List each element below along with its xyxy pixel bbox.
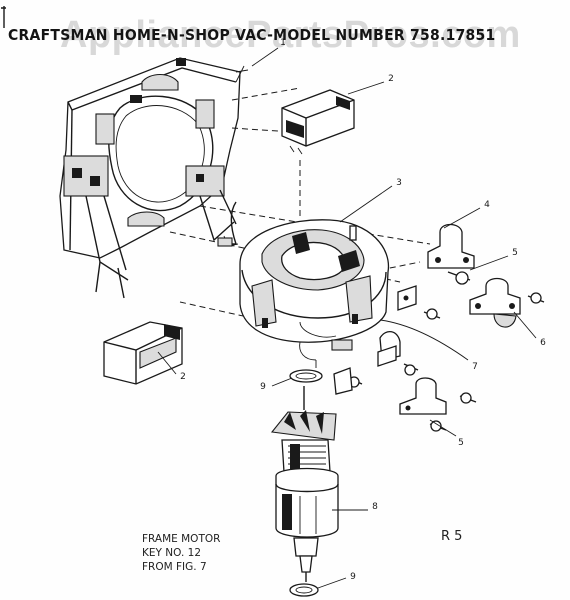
margin-mark xyxy=(1,6,6,28)
part-field-stator xyxy=(217,201,390,368)
callout-8: 8 xyxy=(372,502,378,512)
callout-4: 4 xyxy=(484,200,490,210)
callout-7: 7 xyxy=(472,362,478,372)
part-clip-7 xyxy=(333,285,447,415)
callout-2-lower: 2 xyxy=(180,372,186,382)
callout-2-upper: 2 xyxy=(388,74,394,84)
part-brush-holder-upper xyxy=(281,89,355,155)
callout-6: 6 xyxy=(540,338,546,348)
callout-leader-lines xyxy=(157,47,537,589)
page-reference: R 5 xyxy=(441,529,463,544)
watermark: AppliancePartsPros.com xyxy=(60,14,521,56)
callout-5-lower: 5 xyxy=(458,438,464,448)
part-screws-5 xyxy=(347,271,545,432)
caption-line-1: FRAME MOTOR xyxy=(142,533,221,545)
diagram-title: CRAFTSMAN HOME-N-SHOP VAC-MODEL NUMBER 7… xyxy=(8,26,496,44)
callout-5-upper: 5 xyxy=(512,248,518,258)
callout-3: 3 xyxy=(396,178,402,188)
part-bracket-clip-6 xyxy=(469,277,521,328)
part-motor-frame xyxy=(59,57,249,299)
frame-motor-caption: FRAME MOTOR KEY NO. 12 FROM FIG. 7 xyxy=(142,532,220,574)
part-retaining-rings xyxy=(289,369,323,597)
callout-9-upper: 9 xyxy=(260,382,266,392)
caption-line-2: KEY NO. 12 xyxy=(142,547,202,559)
callout-1: 1 xyxy=(280,38,286,48)
part-armature xyxy=(270,386,339,582)
part-brush-holder-lower xyxy=(103,321,183,385)
callout-9-lower: 9 xyxy=(350,572,356,582)
part-bracket-clip-4 xyxy=(427,223,475,269)
caption-line-3: FROM FIG. 7 xyxy=(142,561,207,573)
